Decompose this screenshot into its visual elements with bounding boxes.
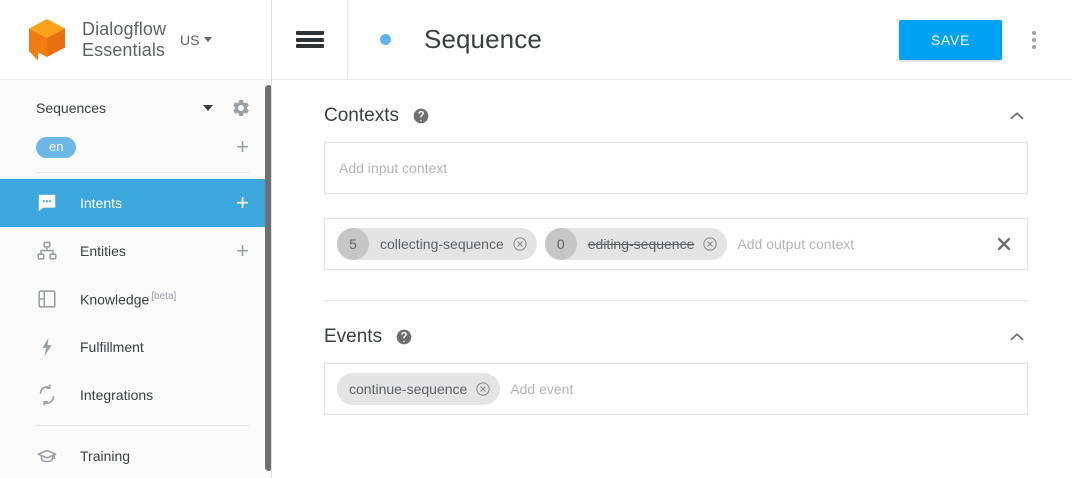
chat-bubble-icon — [36, 192, 60, 214]
knowledge-text: Knowledge — [80, 291, 150, 308]
scrollbar-thumb[interactable] — [265, 85, 271, 471]
section-title: Contexts — [324, 105, 399, 126]
chip-label: collecting-sequence — [380, 236, 504, 252]
section-title: Events — [324, 326, 383, 347]
context-chip[interactable]: 5 collecting-sequence — [337, 228, 537, 260]
contexts-header: Contexts — [324, 90, 1028, 142]
hamburger-bar — [295, 31, 324, 35]
sidebar-item-label: Intents — [80, 195, 123, 211]
output-context-field[interactable]: 5 collecting-sequence 0 editing-sequence — [324, 218, 1028, 270]
chevron-up-icon[interactable] — [1006, 326, 1028, 348]
gear-icon[interactable] — [231, 98, 251, 118]
dialogflow-cube-logo — [24, 16, 70, 64]
graduation-cap-icon — [36, 445, 60, 467]
sidebar-item-intents[interactable]: Intents + — [0, 179, 271, 227]
event-chip[interactable]: continue-sequence — [337, 373, 501, 405]
output-context-placeholder: Add output context — [737, 236, 855, 252]
sync-arrows-icon — [36, 384, 60, 406]
event-placeholder: Add event — [510, 381, 574, 397]
sidebar-item-knowledge[interactable]: Knowledge[beta] — [0, 275, 271, 323]
add-language-button[interactable]: + — [236, 134, 249, 159]
events-header: Events — [324, 311, 1028, 363]
brand-title: Dialogflow Essentials — [82, 19, 166, 61]
page-title: Sequence — [424, 24, 542, 54]
chip-label: editing-sequence — [587, 236, 695, 252]
region-label: US — [180, 31, 200, 48]
kebab-dot — [1032, 30, 1036, 35]
sidebar-scrollbar[interactable] — [264, 81, 271, 478]
hamburger-bar — [295, 37, 324, 42]
beta-badge: [beta] — [151, 290, 177, 302]
caret-down-icon — [203, 37, 212, 42]
brand-title-line2: Essentials — [82, 39, 166, 60]
sidebar-item-integrations[interactable]: Integrations — [0, 371, 271, 419]
close-x-icon[interactable] — [995, 235, 1013, 253]
brand-title-line1: Dialogflow — [82, 18, 167, 39]
sidebar-item-label: Knowledge[beta] — [80, 291, 251, 308]
add-entity-button[interactable]: + — [236, 238, 249, 263]
remove-circle-icon[interactable] — [475, 381, 491, 397]
input-context-placeholder: Add input context — [339, 160, 448, 176]
section-divider — [324, 300, 1028, 301]
remove-circle-icon[interactable] — [702, 236, 718, 252]
language-chip-en[interactable]: en — [36, 136, 77, 158]
spacer — [324, 194, 1028, 218]
contexts-section: Contexts — [324, 80, 1028, 270]
kebab-menu-icon[interactable] — [1010, 16, 1058, 64]
agent-selector[interactable]: Sequences — [0, 88, 271, 128]
context-chip[interactable]: 0 editing-sequence — [544, 228, 728, 260]
chip-count-badge: 5 — [337, 228, 369, 260]
sidebar-item-label: Entities — [80, 243, 126, 259]
region-selector[interactable]: US — [180, 31, 212, 48]
hamburger-menu-icon[interactable] — [272, 0, 348, 80]
add-intent-button[interactable]: + — [236, 190, 249, 215]
sidebar-item-training[interactable]: Training — [0, 432, 271, 478]
help-circle-icon[interactable] — [396, 329, 412, 345]
events-section: Events — [324, 301, 1028, 415]
brand-header: Dialogflow Essentials US — [0, 0, 271, 80]
help-circle-icon[interactable] — [413, 108, 429, 124]
sidebar-nav: Intents + Entities + — [0, 179, 271, 478]
caret-down-icon[interactable] — [203, 105, 213, 111]
input-context-field[interactable]: Add input context — [324, 142, 1028, 194]
top-bar: Sequence SAVE — [272, 0, 1072, 80]
kebab-dot — [1032, 37, 1036, 42]
lightning-bolt-icon — [36, 336, 60, 358]
blue-status-dot — [380, 34, 391, 45]
sidebar-item-label: Fulfillment — [80, 339, 144, 355]
book-icon — [36, 288, 60, 310]
sidebar-item-fulfillment[interactable]: Fulfillment — [0, 323, 271, 371]
main-panel: Sequence SAVE Contexts — [272, 0, 1072, 478]
chip-count-badge: 0 — [544, 228, 577, 260]
events-field[interactable]: continue-sequence Add event — [324, 363, 1028, 415]
sidebar: Dialogflow Essentials US Sequences en + — [0, 0, 272, 478]
save-button[interactable]: SAVE — [898, 19, 1002, 60]
hamburger-bar — [295, 44, 324, 48]
kebab-dot — [1032, 44, 1036, 49]
sidebar-divider — [36, 425, 249, 426]
chevron-up-icon[interactable] — [1006, 105, 1028, 127]
chip-label: continue-sequence — [349, 381, 468, 397]
remove-circle-icon[interactable] — [512, 236, 528, 252]
agent-name: Sequences — [36, 100, 107, 116]
language-row: en + — [0, 128, 271, 166]
sidebar-item-entities[interactable]: Entities + — [0, 227, 271, 275]
sidebar-divider — [36, 172, 249, 173]
hierarchy-icon — [36, 240, 60, 262]
sidebar-item-label: Training — [80, 448, 131, 464]
sidebar-item-label: Integrations — [80, 387, 154, 403]
intent-editor-content: Contexts — [272, 80, 1072, 478]
